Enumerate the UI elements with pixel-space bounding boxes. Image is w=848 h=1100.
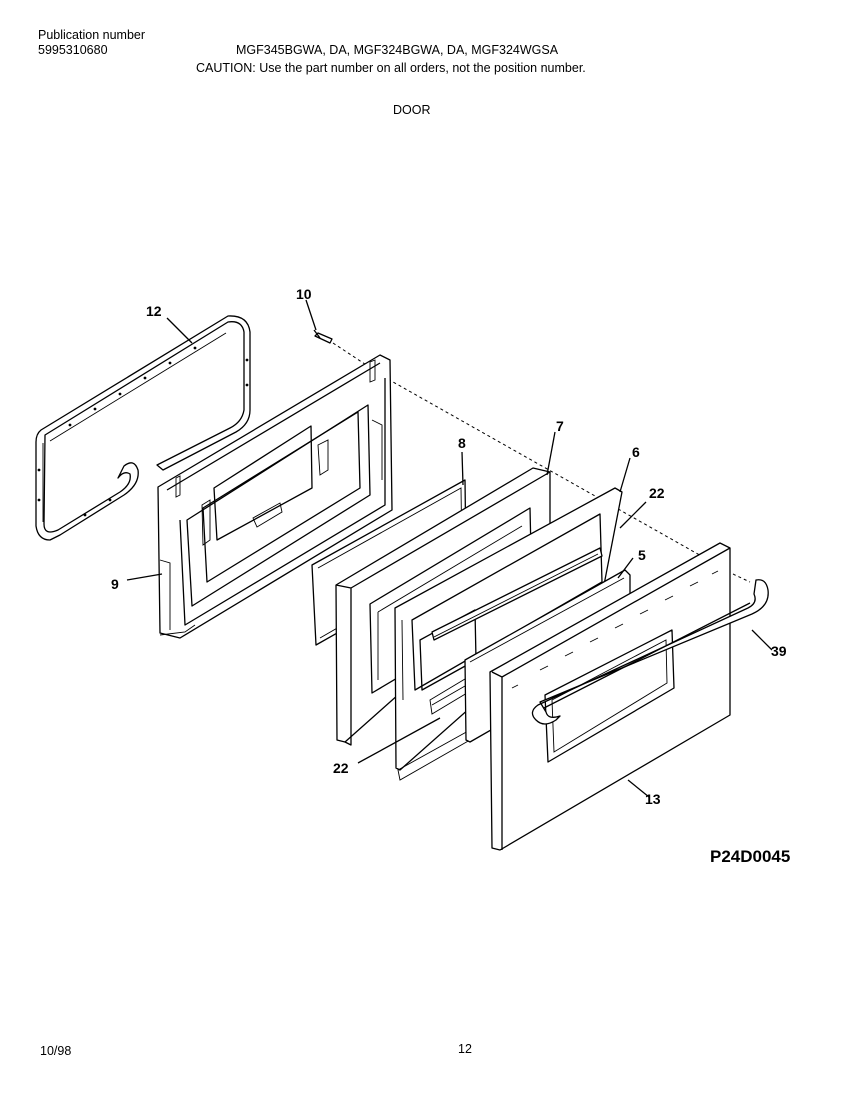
section-title: DOOR (393, 103, 431, 117)
callout-22-upper: 22 (649, 485, 665, 501)
callout-10: 10 (296, 286, 312, 302)
caution-note: CAUTION: Use the part number on all orde… (196, 61, 586, 75)
callout-22-lower: 22 (333, 760, 349, 776)
publication-label: Publication number (38, 28, 146, 42)
screw-part (313, 329, 751, 583)
callout-7: 7 (556, 418, 564, 434)
door-handle-part (531, 579, 769, 725)
callout-13: 13 (645, 791, 661, 807)
callout-8: 8 (458, 435, 466, 451)
callout-12: 12 (146, 303, 162, 319)
door-gasket-part (35, 315, 251, 541)
leader-lines (126, 299, 773, 798)
outer-door-panel-part (489, 542, 731, 851)
callout-5: 5 (638, 547, 646, 563)
publication-number: 5995310680 (38, 43, 108, 57)
inner-door-liner-part (157, 354, 393, 639)
diagram-code: P24D0045 (710, 847, 791, 866)
page-number: 12 (458, 1042, 472, 1056)
publication-date: 10/98 (40, 1044, 72, 1058)
callout-39: 39 (771, 643, 787, 659)
model-numbers: MGF345BGWA, DA, MGF324BGWA, DA, MGF324WG… (236, 43, 559, 57)
callout-9: 9 (111, 576, 119, 592)
glass-retainer-part (431, 547, 603, 641)
callout-6: 6 (632, 444, 640, 460)
